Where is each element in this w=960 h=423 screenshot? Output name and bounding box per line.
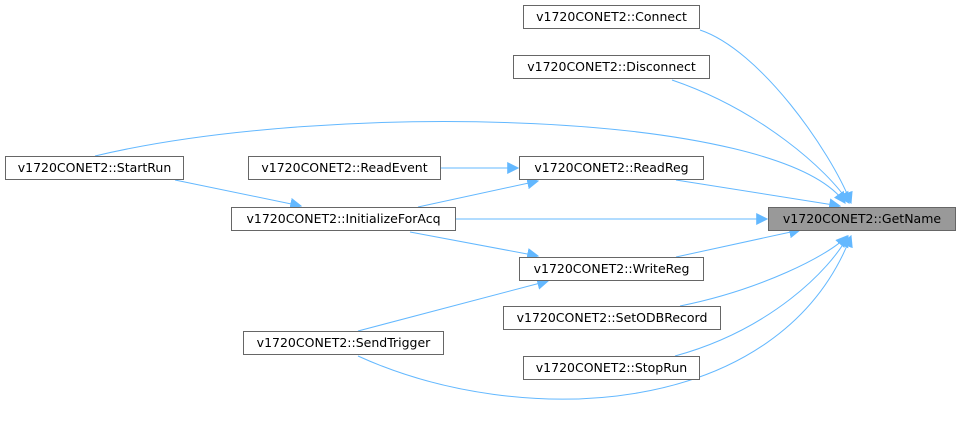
node-initialize-for-acq[interactable]: v1720CONET2::InitializeForAcq xyxy=(231,207,456,231)
node-disconnect[interactable]: v1720CONET2::Disconnect xyxy=(513,55,710,79)
node-connect[interactable]: v1720CONET2::Connect xyxy=(523,5,700,29)
edge-initialize-for-acq-to-read-reg xyxy=(417,177,540,208)
node-write-reg[interactable]: v1720CONET2::WriteReg xyxy=(519,257,704,281)
edge-read-reg-to-get-name xyxy=(675,179,842,211)
edge-send-trigger-to-write-reg xyxy=(357,277,550,332)
node-send-trigger[interactable]: v1720CONET2::SendTrigger xyxy=(243,331,444,355)
node-start-run[interactable]: v1720CONET2::StartRun xyxy=(5,156,184,180)
edge-start-run-to-get-name xyxy=(94,121,846,204)
edge-stop-run-to-get-name xyxy=(674,234,849,357)
node-stop-run[interactable]: v1720CONET2::StopRun xyxy=(523,356,700,380)
edge-connect-to-get-name xyxy=(699,29,853,205)
node-read-reg[interactable]: v1720CONET2::ReadReg xyxy=(519,156,704,180)
edge-start-run-to-initialize-for-acq xyxy=(174,179,303,210)
edge-write-reg-to-get-name xyxy=(675,226,802,258)
node-get-name: v1720CONET2::GetName xyxy=(768,207,956,231)
edge-disconnect-to-get-name xyxy=(671,79,850,205)
edge-send-trigger-to-get-name xyxy=(357,234,853,400)
node-read-event[interactable]: v1720CONET2::ReadEvent xyxy=(248,156,441,180)
edge-initialize-for-acq-to-write-reg xyxy=(409,231,540,260)
node-set-odb-record[interactable]: v1720CONET2::SetODBRecord xyxy=(503,306,721,330)
